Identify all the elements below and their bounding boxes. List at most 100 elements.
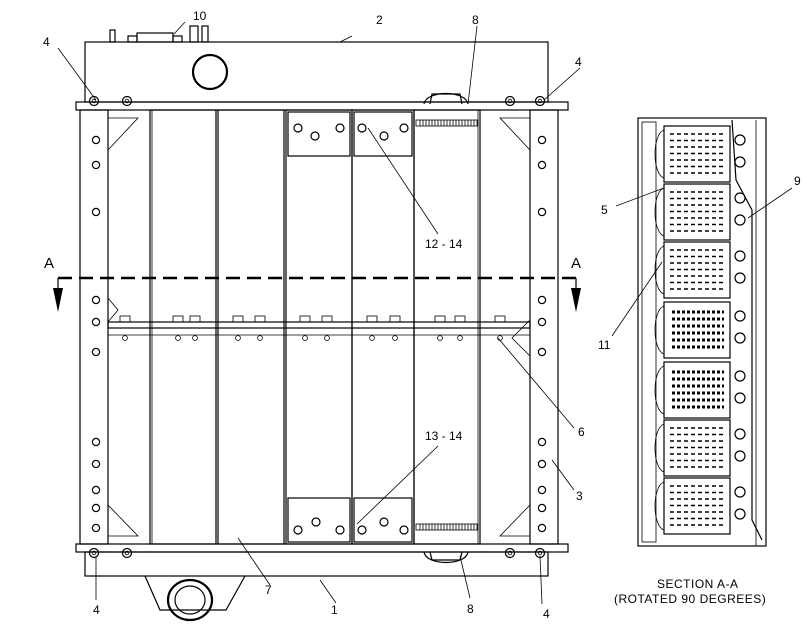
section-bolt bbox=[734, 332, 746, 344]
core-sections bbox=[149, 109, 481, 545]
section-a-a-view bbox=[637, 117, 767, 547]
core-bolt bbox=[311, 517, 321, 527]
callout-7: 7 bbox=[265, 583, 272, 597]
baffle-bolt bbox=[454, 315, 466, 323]
left-side-rail bbox=[79, 109, 139, 545]
callout-labels: 1 2 3 4 4 4 4 5 6 7 8 8 9 10 11 12 - 14 … bbox=[43, 9, 801, 621]
outlet-connection bbox=[166, 578, 214, 622]
right-side-rail bbox=[499, 109, 559, 545]
callout-6: 6 bbox=[578, 425, 585, 439]
section-subtitle: (ROTATED 90 DEGREES) bbox=[614, 592, 766, 606]
rail-hole bbox=[91, 295, 101, 305]
rail-hole bbox=[537, 160, 547, 170]
top-flange bbox=[75, 101, 569, 111]
rail-hole bbox=[537, 347, 547, 357]
baffle-bolt bbox=[254, 315, 266, 323]
callout-4-top-right: 4 bbox=[575, 55, 582, 69]
corner-bolt bbox=[121, 547, 133, 559]
core-bolts bbox=[293, 123, 409, 535]
rail-hole bbox=[91, 523, 101, 533]
corner-bolt bbox=[88, 547, 100, 559]
section-bolt bbox=[734, 156, 746, 168]
section-bolt bbox=[734, 370, 746, 382]
hose-clamp-top bbox=[423, 93, 469, 105]
baffle-bolt bbox=[232, 315, 244, 323]
section-cell bbox=[663, 301, 731, 359]
callout-3: 3 bbox=[576, 489, 583, 503]
center-baffle bbox=[107, 321, 531, 336]
section-bolt bbox=[734, 272, 746, 284]
bottom-flange bbox=[75, 543, 569, 553]
baffle-bolt bbox=[119, 315, 131, 323]
corner-bolt bbox=[534, 95, 546, 107]
rail-hole bbox=[91, 437, 101, 447]
section-arrow-right bbox=[571, 288, 581, 312]
rail-hole bbox=[91, 160, 101, 170]
section-bolt bbox=[734, 508, 746, 520]
section-bolt bbox=[734, 310, 746, 322]
section-bolt bbox=[734, 192, 746, 204]
rail-hole bbox=[91, 459, 101, 469]
callout-2: 2 bbox=[376, 13, 383, 27]
section-bolt bbox=[734, 250, 746, 262]
baffle-bolt bbox=[366, 315, 378, 323]
core-bolt bbox=[357, 525, 367, 535]
section-bolt bbox=[734, 134, 746, 146]
callout-1: 1 bbox=[331, 603, 338, 617]
section-bolt bbox=[734, 486, 746, 498]
rail-hole bbox=[537, 437, 547, 447]
rail-hole bbox=[537, 503, 547, 513]
corner-bolt bbox=[121, 95, 133, 107]
core-bolt bbox=[310, 131, 320, 141]
rail-hole bbox=[91, 347, 101, 357]
corner-bolts bbox=[88, 95, 546, 559]
rail-hole bbox=[91, 135, 101, 145]
section-core-cells bbox=[654, 125, 746, 535]
callout-11: 11 bbox=[598, 338, 611, 352]
baffle-bolt bbox=[299, 315, 311, 323]
hose-clamp-bottom bbox=[423, 551, 469, 563]
core-bolt bbox=[293, 525, 303, 535]
rail-hole bbox=[537, 485, 547, 495]
leader-lines bbox=[57, 21, 581, 605]
core-bolt bbox=[399, 525, 409, 535]
corner-bolt bbox=[504, 547, 516, 559]
section-cell bbox=[663, 477, 731, 535]
section-cell bbox=[663, 125, 731, 183]
section-cell bbox=[663, 241, 731, 299]
section-title: SECTION A-A bbox=[657, 577, 739, 591]
section-line-a-a: A A bbox=[44, 255, 581, 312]
callout-4-bottom-left: 4 bbox=[93, 603, 100, 617]
section-leader-lines bbox=[611, 187, 793, 337]
callout-5: 5 bbox=[601, 203, 608, 217]
baffle-bolt bbox=[434, 315, 446, 323]
baffle-bolt bbox=[389, 315, 401, 323]
baffle-bolts bbox=[119, 315, 506, 341]
section-bolt bbox=[734, 214, 746, 226]
callout-8-bottom: 8 bbox=[467, 602, 474, 616]
callout-4-bottom-right: 4 bbox=[543, 607, 550, 621]
baffle-bolt bbox=[494, 315, 506, 323]
filler-neck bbox=[191, 53, 229, 91]
callout-4-top-left: 4 bbox=[43, 35, 50, 49]
rail-hole bbox=[537, 523, 547, 533]
section-bolt bbox=[734, 428, 746, 440]
top-tank bbox=[84, 25, 549, 103]
bottom-tank bbox=[84, 551, 549, 622]
corner-bolt bbox=[88, 95, 100, 107]
rail-hole bbox=[537, 207, 547, 217]
section-cell bbox=[663, 361, 731, 419]
rail-hole bbox=[91, 207, 101, 217]
section-bolt bbox=[734, 450, 746, 462]
section-letter-right: A bbox=[571, 255, 581, 272]
rail-hole bbox=[537, 459, 547, 469]
section-letter-left: A bbox=[44, 255, 54, 272]
rail-hole bbox=[91, 317, 101, 327]
callout-9: 9 bbox=[794, 174, 801, 188]
callout-10: 10 bbox=[193, 9, 207, 23]
rail-hole bbox=[91, 503, 101, 513]
rail-hole bbox=[537, 135, 547, 145]
core-bolt bbox=[379, 131, 389, 141]
baffle-bolt bbox=[189, 315, 201, 323]
core-bolt bbox=[293, 123, 303, 133]
